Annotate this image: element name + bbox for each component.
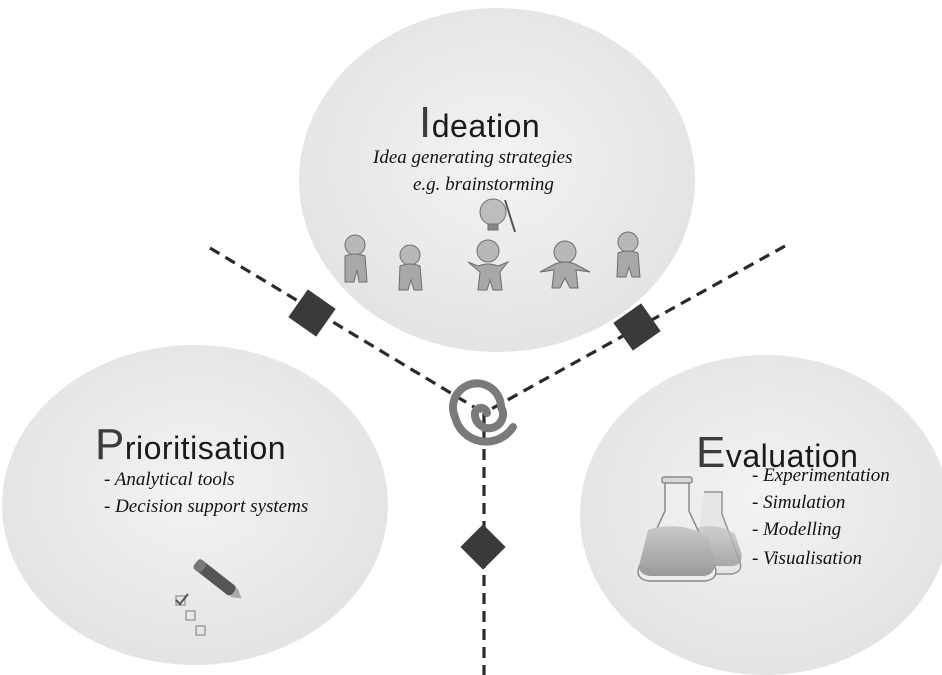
evaluation-title-initial: E (696, 428, 726, 477)
prioritisation-item: - Decision support systems (104, 496, 309, 517)
evaluation-item: - Modelling (752, 519, 842, 540)
evaluation-title: Evaluation (696, 428, 858, 478)
evaluation-item: - Simulation (752, 492, 846, 513)
checklist-pen-icon (175, 559, 242, 636)
prioritisation-title-initial: P (95, 420, 125, 469)
prioritisation-item: - Analytical tools (104, 469, 235, 490)
lightbulb-icon (479, 198, 516, 233)
diamond-marker-right (613, 303, 661, 351)
flasks-icon (637, 476, 742, 582)
spiral-icon (449, 379, 517, 446)
ideation-title: Ideation (419, 98, 540, 148)
evaluation-item: - Experimentation (752, 465, 890, 486)
ideation-line1: Idea generating strategies (373, 147, 573, 168)
diamond-marker-left (288, 289, 336, 337)
ideation-circle (299, 8, 695, 352)
prioritisation-circle (2, 345, 388, 665)
prioritisation-title-rest: rioritisation (124, 430, 287, 466)
evaluation-item: - Visualisation (752, 548, 862, 569)
ideation-title-initial: I (419, 98, 432, 147)
evaluation-circle (580, 355, 942, 675)
evaluation-title-rest: valuation (725, 438, 859, 474)
prioritisation-title: Prioritisation (95, 420, 286, 470)
diamond-marker-bottom (460, 524, 506, 570)
ideation-title-rest: deation (431, 108, 541, 144)
people-brainstorming-icon (344, 198, 641, 291)
ideation-line2: e.g. brainstorming (413, 174, 554, 195)
